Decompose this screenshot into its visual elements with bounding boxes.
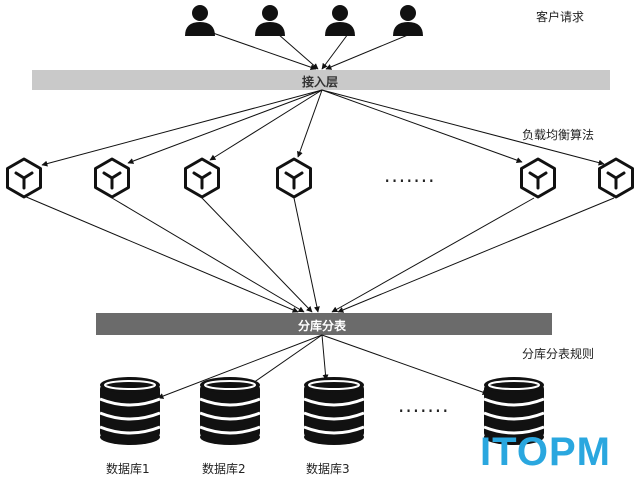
- database-icon: [199, 377, 261, 445]
- sharding-label: 分库分表: [297, 319, 346, 333]
- server-node-icon: [598, 157, 634, 199]
- server-node-icon: [276, 157, 312, 199]
- servers: [6, 157, 634, 199]
- server-node-icon: [184, 157, 220, 199]
- server-node-icon: [520, 157, 556, 199]
- db-label-1: 数据库1: [106, 462, 150, 476]
- itopm-watermark-logo: ITOPM: [480, 430, 611, 474]
- server-to-sharding-arrows: [23, 195, 615, 313]
- sharding-rules-label: 分库分表规则: [522, 347, 595, 361]
- load-balancing-label: 负载均衡算法: [522, 128, 595, 142]
- database-icon: [99, 377, 161, 445]
- database-icon: [483, 377, 545, 445]
- access-to-server-arrows: [41, 89, 605, 167]
- server-node-icon: [94, 157, 130, 199]
- database-icon: [303, 377, 365, 445]
- db-label-2: 数据库2: [202, 462, 246, 476]
- server-ellipsis: ·······: [384, 169, 436, 193]
- server-node-icon: [6, 157, 42, 199]
- user-to-access-arrows: [209, 31, 416, 71]
- db-label-3: 数据库3: [306, 462, 350, 476]
- user-icon: [255, 5, 285, 36]
- databases: [99, 377, 545, 445]
- client-requests-label: 客户请求: [536, 10, 585, 24]
- sharding-bar: [96, 313, 552, 335]
- client-users: [185, 5, 423, 36]
- user-icon: [185, 5, 215, 36]
- access-layer-label: 接入层: [301, 75, 338, 89]
- user-icon: [393, 5, 423, 36]
- user-icon: [325, 5, 355, 36]
- db-ellipsis: ·······: [398, 399, 450, 423]
- access-layer-bar: [32, 70, 610, 90]
